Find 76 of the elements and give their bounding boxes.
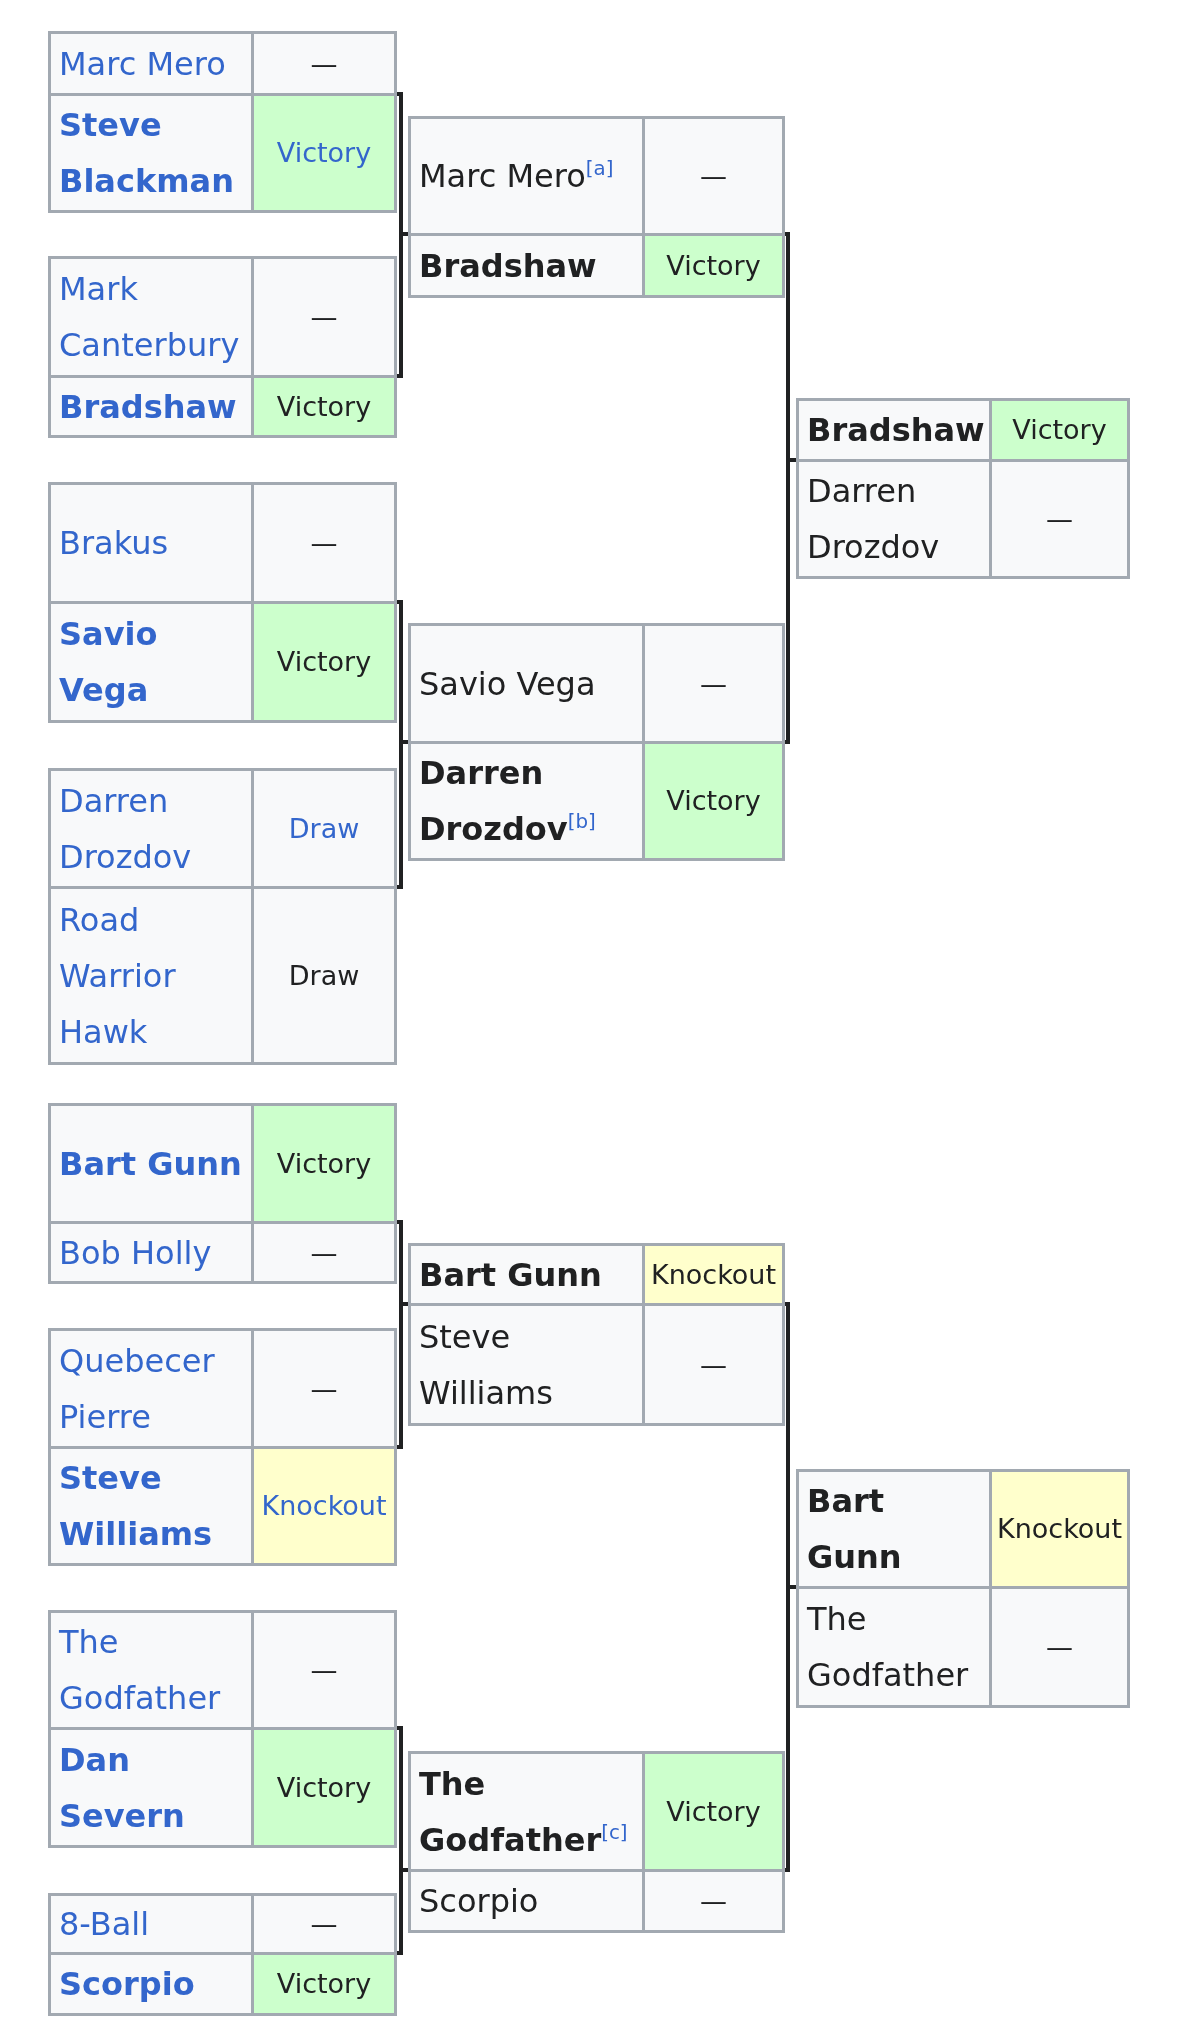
result-cell: — xyxy=(254,1331,394,1446)
bracket-line xyxy=(397,232,408,378)
result-cell: Victory xyxy=(254,96,394,210)
match-table xyxy=(48,256,397,438)
result-cell: — xyxy=(254,1896,394,1952)
competitor-cell: Bob Holly xyxy=(51,1224,251,1281)
result-cell: Victory xyxy=(254,1730,394,1845)
result-cell: — xyxy=(254,34,394,93)
competitor-cell: Bart Gunn xyxy=(51,1106,251,1221)
competitor-cell: The Godfather xyxy=(799,1589,989,1705)
competitor-cell: Dan Severn xyxy=(51,1730,251,1845)
result-cell: — xyxy=(645,119,782,233)
result-cell: Knockout xyxy=(254,1449,394,1563)
competitor-cell: Scorpio xyxy=(411,1872,642,1930)
competitor-cell: Steve Williams xyxy=(51,1449,251,1563)
bracket-line xyxy=(397,1868,408,1955)
competitor-cell: Darren Drozdov xyxy=(799,462,989,576)
match-table xyxy=(48,1893,397,2016)
result-cell: — xyxy=(254,485,394,601)
competitor-cell: Darren Drozdov$^{[b]}$ xyxy=(411,744,642,858)
result-cell: Victory xyxy=(645,744,782,858)
competitor-cell: Bart Gunn xyxy=(799,1472,989,1586)
result-cell: — xyxy=(645,1306,782,1423)
result-cell: Knockout xyxy=(992,1472,1127,1586)
match-table xyxy=(48,768,397,1065)
result-cell: Knockout xyxy=(645,1246,782,1303)
match-table xyxy=(48,1610,397,1848)
competitor-cell: Savio Vega xyxy=(411,626,642,741)
bracket-line xyxy=(784,458,796,744)
competitor-cell: Bradshaw xyxy=(799,401,989,459)
match-table xyxy=(408,116,785,298)
competitor-cell: Brakus xyxy=(51,485,251,601)
result-cell: — xyxy=(992,1589,1127,1705)
competitor-cell: Bradshaw xyxy=(411,236,642,295)
result-cell: — xyxy=(645,1872,782,1930)
match-table xyxy=(48,1103,397,1284)
result-cell: — xyxy=(992,462,1127,576)
result-cell: Draw xyxy=(254,771,394,886)
bracket-line xyxy=(397,740,408,889)
match-table xyxy=(408,1243,785,1426)
result-cell: Victory xyxy=(645,1754,782,1869)
competitor-cell: The Godfather$^{[c]}$ xyxy=(411,1754,642,1869)
match-table xyxy=(408,1751,785,1933)
competitor-cell: Bart Gunn xyxy=(411,1246,642,1303)
competitor-cell: Marc Mero$^{[a]}$ xyxy=(411,119,642,233)
competitor-cell: Savio Vega xyxy=(51,604,251,720)
competitor-cell: Bradshaw xyxy=(51,378,251,435)
competitor-cell: Steve Williams xyxy=(411,1306,642,1423)
competitor-cell: Scorpio xyxy=(51,1955,251,2013)
result-cell: Victory xyxy=(254,604,394,720)
result-cell: — xyxy=(254,1224,394,1281)
match-table xyxy=(48,482,397,723)
competitor-cell: The Godfather xyxy=(51,1613,251,1727)
result-cell: Victory xyxy=(254,378,394,435)
competitor-cell: Road Warrior Hawk xyxy=(51,889,251,1062)
competitor-cell: Marc Mero xyxy=(51,34,251,93)
competitor-cell: Mark Canterbury xyxy=(51,259,251,375)
result-cell: — xyxy=(254,259,394,375)
match-table xyxy=(408,623,785,861)
competitor-cell: Quebecer Pierre xyxy=(51,1331,251,1446)
match-table xyxy=(48,31,397,213)
match-table xyxy=(796,1469,1130,1708)
result-cell: Victory xyxy=(992,401,1127,459)
match-table xyxy=(48,1328,397,1566)
result-cell: Draw xyxy=(254,889,394,1062)
result-cell: Victory xyxy=(254,1106,394,1221)
match-table xyxy=(796,398,1130,579)
competitor-cell: Steve Blackman xyxy=(51,96,251,210)
bracket-line xyxy=(397,1302,408,1449)
competitor-cell: Darren Drozdov xyxy=(51,771,251,886)
competitor-cell: 8-Ball xyxy=(51,1896,251,1952)
bracket-line xyxy=(784,1585,796,1872)
result-cell: Victory xyxy=(254,1955,394,2013)
result-cell: — xyxy=(254,1613,394,1727)
result-cell: Victory xyxy=(645,236,782,295)
result-cell: — xyxy=(645,626,782,741)
